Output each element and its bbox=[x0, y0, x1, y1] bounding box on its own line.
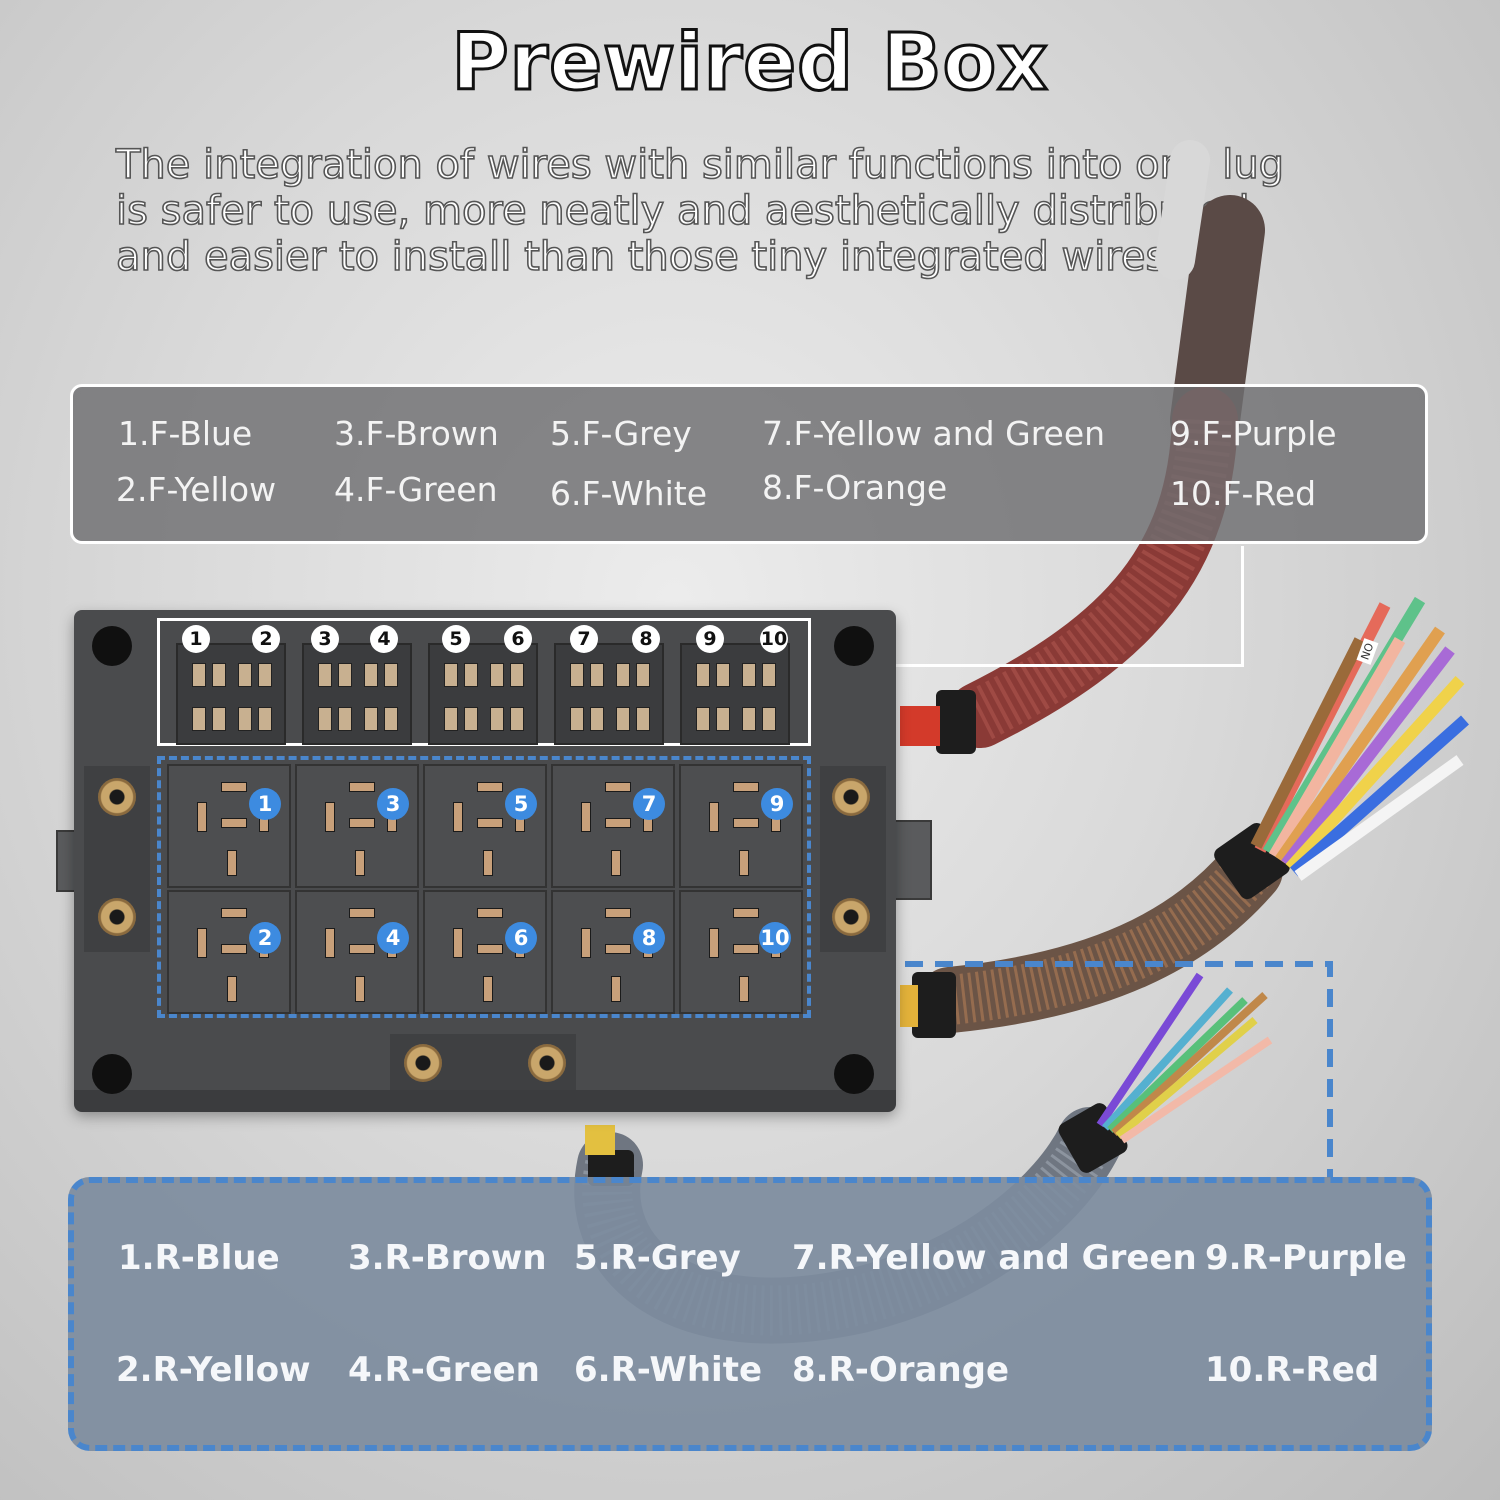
relay-socket-7: 7 bbox=[551, 764, 675, 888]
fuse-number-2: 2 bbox=[252, 625, 280, 653]
relay-socket-area: 1 3 5 7 9 2 bbox=[157, 756, 811, 1018]
fuse-holder-1-2 bbox=[176, 643, 286, 745]
fuse-strip: 1 2 3 4 5 6 7 8 9 10 bbox=[157, 618, 811, 746]
fuse-holder-9-10 bbox=[680, 643, 790, 745]
page-title: Prewired Box bbox=[450, 17, 1049, 110]
relay-socket-9: 9 bbox=[679, 764, 803, 888]
front-label-10: 10.F-Red bbox=[1170, 474, 1317, 513]
fuse-number-8: 8 bbox=[632, 625, 660, 653]
relay-number-9: 9 bbox=[761, 788, 793, 820]
relay-socket-10: 10 bbox=[679, 890, 803, 1014]
rear-label-10: 10.R-Red bbox=[1205, 1350, 1380, 1390]
brass-insert-4 bbox=[832, 898, 870, 936]
fuse-number-7: 7 bbox=[570, 625, 598, 653]
fuse-number-1: 1 bbox=[182, 625, 210, 653]
front-wire-legend bbox=[70, 384, 1428, 544]
front-label-7: 7.F-Yellow and Green bbox=[762, 414, 1106, 453]
brass-insert-1 bbox=[98, 778, 136, 816]
intro-line-1: The integration of wires with similar fu… bbox=[115, 141, 1285, 189]
front-label-9: 9.F-Purple bbox=[1170, 414, 1337, 453]
legend-connector-line bbox=[811, 546, 1244, 667]
relay-number-8: 8 bbox=[633, 922, 665, 954]
fuse-number-5: 5 bbox=[442, 625, 470, 653]
fuse-holder-3-4 bbox=[302, 643, 412, 745]
relay-socket-5: 5 bbox=[423, 764, 547, 888]
fuse-number-3: 3 bbox=[311, 625, 339, 653]
rear-label-3: 3.R-Brown bbox=[348, 1238, 547, 1278]
rear-label-1: 1.R-Blue bbox=[118, 1238, 280, 1278]
box-bottom-edge bbox=[74, 1090, 896, 1112]
brass-insert-5 bbox=[404, 1044, 442, 1082]
rear-label-8: 8.R-Orange bbox=[792, 1350, 1010, 1390]
front-label-1: 1.F-Blue bbox=[118, 414, 253, 453]
intro-paragraph: The integration of wires with similar fu… bbox=[115, 141, 1406, 281]
relay-number-5: 5 bbox=[505, 788, 537, 820]
front-label-8: 8.F-Orange bbox=[762, 468, 948, 507]
relay-number-6: 6 bbox=[505, 922, 537, 954]
relay-socket-8: 8 bbox=[551, 890, 675, 1014]
relay-number-4: 4 bbox=[377, 922, 409, 954]
relay-socket-3: 3 bbox=[295, 764, 419, 888]
relay-number-10: 10 bbox=[759, 922, 791, 954]
fuse-number-10: 10 bbox=[760, 625, 788, 653]
mount-hole-top-left bbox=[92, 626, 132, 666]
right-mount-tab bbox=[892, 820, 932, 900]
fuse-holder-5-6 bbox=[428, 643, 538, 745]
front-label-2: 2.F-Yellow bbox=[116, 470, 277, 509]
front-label-4: 4.F-Green bbox=[334, 470, 498, 509]
relay-socket-1: 1 bbox=[167, 764, 291, 888]
brass-insert-3 bbox=[832, 778, 870, 816]
relay-socket-4: 4 bbox=[295, 890, 419, 1014]
mount-hole-top-right bbox=[834, 626, 874, 666]
rear-label-9: 9.R-Purple bbox=[1205, 1238, 1407, 1278]
relay-number-2: 2 bbox=[249, 922, 281, 954]
relay-number-1: 1 bbox=[249, 788, 281, 820]
front-label-5: 5.F-Grey bbox=[550, 414, 692, 453]
relay-socket-2: 2 bbox=[167, 890, 291, 1014]
rear-label-2: 2.R-Yellow bbox=[116, 1350, 311, 1390]
mount-hole-bottom-right bbox=[834, 1054, 874, 1094]
brass-insert-2 bbox=[98, 898, 136, 936]
intro-line-2: is safer to use, more neatly and aesthet… bbox=[115, 187, 1263, 235]
rear-label-6: 6.R-White bbox=[574, 1350, 763, 1390]
fuse-number-6: 6 bbox=[504, 625, 532, 653]
fuse-number-4: 4 bbox=[370, 625, 398, 653]
front-label-3: 3.F-Brown bbox=[334, 414, 499, 453]
rear-label-7: 7.R-Yellow and Green bbox=[792, 1238, 1197, 1278]
relay-socket-6: 6 bbox=[423, 890, 547, 1014]
rear-label-5: 5.R-Grey bbox=[574, 1238, 741, 1278]
relay-number-3: 3 bbox=[377, 788, 409, 820]
brass-insert-6 bbox=[528, 1044, 566, 1082]
rear-wire-legend bbox=[68, 1177, 1432, 1451]
relay-number-7: 7 bbox=[633, 788, 665, 820]
intro-line-3: and easier to install than those tiny in… bbox=[115, 233, 1180, 281]
fuse-holder-7-8 bbox=[554, 643, 664, 745]
fuse-number-9: 9 bbox=[696, 625, 724, 653]
rear-label-4: 4.R-Green bbox=[348, 1350, 540, 1390]
mount-hole-bottom-left bbox=[92, 1054, 132, 1094]
front-label-6: 6.F-White bbox=[550, 474, 707, 513]
